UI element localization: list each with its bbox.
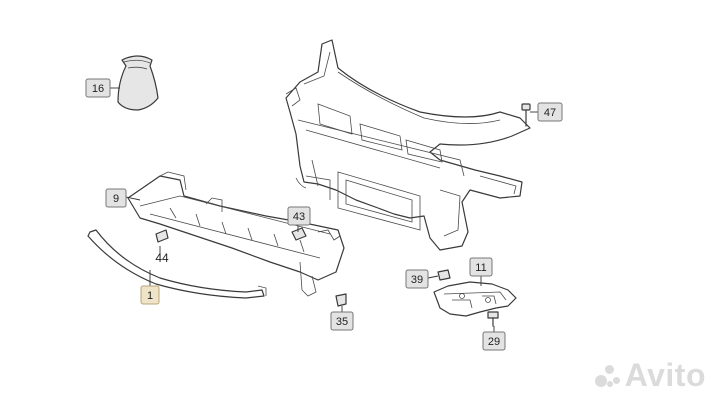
callout-16: 16 bbox=[85, 78, 111, 98]
svg-text:29: 29 bbox=[488, 336, 500, 348]
svg-text:1: 1 bbox=[147, 290, 153, 302]
callout-11: 11 bbox=[469, 257, 493, 277]
callout-39: 39 bbox=[405, 269, 429, 289]
part-1-trim-strip bbox=[87, 229, 267, 299]
callout-9: 9 bbox=[105, 188, 127, 208]
leader-lines bbox=[110, 87, 538, 332]
fastener-44 bbox=[155, 229, 169, 243]
callout-29: 29 bbox=[482, 331, 506, 351]
avito-dots-icon bbox=[594, 363, 621, 389]
fastener-47 bbox=[521, 103, 531, 127]
svg-text:16: 16 bbox=[92, 83, 104, 95]
fastener-29 bbox=[487, 311, 499, 327]
svg-text:35: 35 bbox=[336, 316, 348, 328]
callout-1: 1 bbox=[140, 285, 160, 305]
svg-text:47: 47 bbox=[544, 107, 556, 119]
callout-43: 43 bbox=[287, 206, 311, 226]
svg-text:11: 11 bbox=[475, 262, 486, 274]
fastener-35 bbox=[335, 293, 347, 307]
svg-text:44: 44 bbox=[155, 251, 169, 265]
callout-35: 35 bbox=[330, 311, 354, 331]
avito-wordmark: Avito bbox=[624, 357, 706, 393]
part-9-bumper-absorber bbox=[127, 171, 345, 297]
part-front-carrier bbox=[285, 39, 531, 251]
part-11-bracket bbox=[433, 281, 517, 317]
part-16-cover bbox=[117, 55, 159, 111]
callout-47: 47 bbox=[537, 102, 563, 122]
svg-text:9: 9 bbox=[113, 193, 119, 205]
avito-watermark: Avito bbox=[594, 357, 706, 394]
callout-44: 44 bbox=[155, 251, 169, 265]
svg-text:43: 43 bbox=[293, 211, 305, 223]
fastener-43 bbox=[291, 227, 307, 241]
svg-text:39: 39 bbox=[411, 274, 423, 286]
fastener-39 bbox=[437, 269, 451, 281]
